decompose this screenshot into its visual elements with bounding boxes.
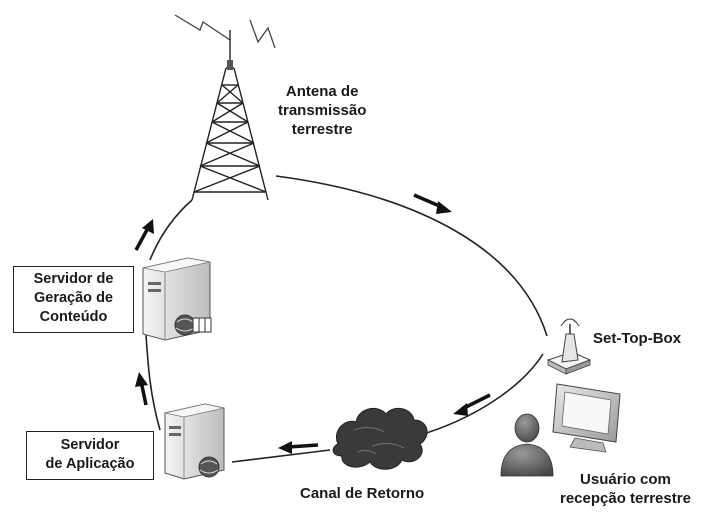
- flow-arrow-cloud-to-app-server: [278, 441, 319, 454]
- communication-ring: [145, 175, 548, 463]
- application-server-icon: [164, 403, 225, 480]
- flow-arrow-stb-to-cloud: [453, 393, 491, 416]
- user-label-line-1: Usuário com: [580, 471, 671, 488]
- content-server-label-line-3: Conteúdo: [39, 309, 108, 325]
- content-server-label-line-1: Servidor de: [33, 271, 114, 287]
- user-label: Usuário com recepção terrestre: [560, 470, 691, 508]
- return-channel-label: Canal de Retorno: [300, 484, 424, 503]
- antenna-label-line-1: Antena de: [285, 83, 359, 100]
- app-server-label-box: Servidor de Aplicação: [26, 431, 154, 480]
- user-label-line-2: recepção terrestre: [560, 490, 691, 507]
- transmission-tower-icon: [174, 14, 276, 201]
- set-top-box-label: Set-Top-Box: [593, 329, 681, 348]
- flow-arrow-antenna-to-stb: [413, 193, 452, 214]
- set-top-box-icon: [546, 318, 592, 375]
- return-channel-cloud-icon: [332, 407, 428, 470]
- set-top-box-label-text: Set-Top-Box: [593, 330, 682, 347]
- flow-arrow-app-to-content-server: [135, 372, 148, 406]
- monitor-icon: [552, 383, 621, 453]
- content-server-label-box: Servidor de Geração de Conteúdo: [13, 266, 134, 333]
- return-channel-label-text: Canal de Retorno: [300, 485, 425, 502]
- antenna-label-line-3: terrestre: [291, 121, 353, 138]
- app-server-label-line-2: de Aplicação: [45, 456, 135, 472]
- antenna-label-line-2: transmissão: [278, 102, 367, 119]
- user-person-icon: [500, 413, 554, 477]
- antenna-label: Antena de transmissão terrestre: [278, 82, 366, 139]
- flow-arrow-content-server-to-antenna: [134, 219, 154, 251]
- app-server-label-line-1: Servidor: [60, 437, 120, 453]
- content-server-label-line-2: Geração de: [34, 290, 113, 306]
- content-server-icon: [142, 257, 212, 341]
